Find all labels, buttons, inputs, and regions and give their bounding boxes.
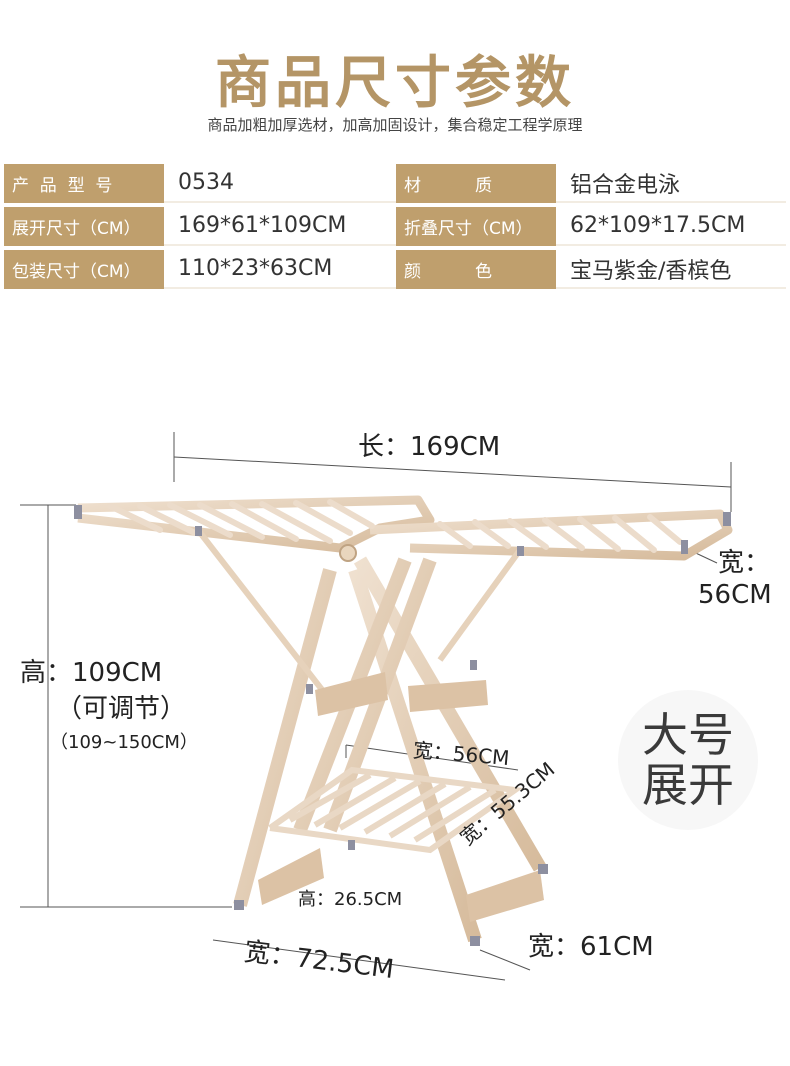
badge-line-2: 展开 (642, 758, 734, 812)
wing-width-value: 56CM (698, 580, 772, 610)
spec-label-model: 产 品 型 号 (4, 164, 164, 203)
length-label: 长：169CM (358, 432, 501, 462)
spec-table: 产 品 型 号 0534 材 质 铝合金电泳 展开尺寸（CM） 169*61*1… (4, 162, 786, 291)
spec-value-unfolded: 169*61*109CM (164, 207, 396, 246)
page-title: 商品尺寸参数 (215, 51, 575, 116)
spec-label-material: 材 质 (396, 164, 556, 203)
spec-row-model: 产 品 型 号 0534 材 质 铝合金电泳 (4, 162, 786, 205)
spec-value-package: 110*23*63CM (164, 250, 396, 289)
spec-value-color: 宝马紫金/香槟色 (556, 250, 786, 289)
spec-label-unfolded: 展开尺寸（CM） (4, 207, 164, 246)
spec-label-folded: 折叠尺寸（CM） (396, 207, 556, 246)
spec-label-package: 包装尺寸（CM） (4, 250, 164, 289)
spec-label-color: 颜 色 (396, 250, 556, 289)
spec-value-material: 铝合金电泳 (556, 164, 786, 203)
height-adjustable-label: （可调节） (56, 694, 187, 724)
shelf-height-label: 高：26.5CM (298, 889, 403, 910)
spec-value-folded: 62*109*17.5CM (556, 207, 786, 246)
badge-line-1: 大号 (642, 708, 734, 762)
wing-width-label: 宽： (718, 548, 771, 578)
base-depth-label: 宽：61CM (528, 932, 654, 962)
height-label: 高：109CM (20, 658, 163, 688)
spec-row-package: 包装尺寸（CM） 110*23*63CM 颜 色 宝马紫金/香槟色 (4, 248, 786, 291)
spec-row-size: 展开尺寸（CM） 169*61*109CM 折叠尺寸（CM） 62*109*17… (4, 205, 786, 248)
spec-value-model: 0534 (164, 164, 396, 203)
large-size-badge: 大号 展开 (618, 690, 758, 830)
page-subtitle: 商品加粗加厚选材，加高加固设计，集合稳定工程学原理 (207, 116, 583, 134)
height-range-label: （109~150CM） (50, 732, 198, 753)
